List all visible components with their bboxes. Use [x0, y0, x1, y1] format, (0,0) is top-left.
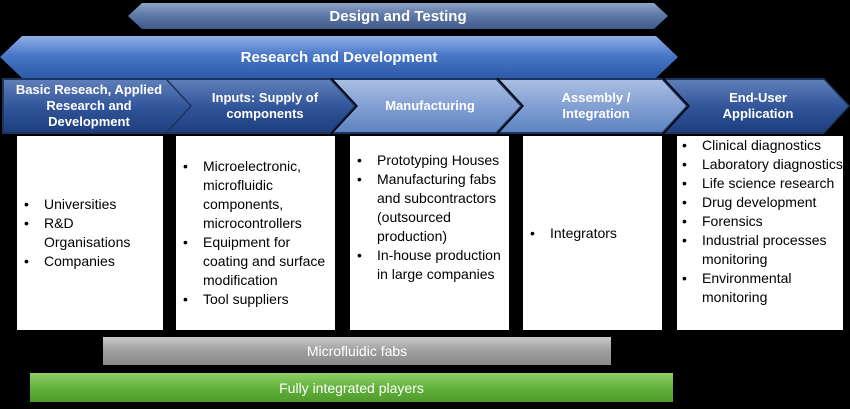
list-item: Equipment for coating and surface modifi…: [183, 233, 335, 290]
list-item: Universities: [24, 195, 163, 214]
fully-integrated-players-label: Fully integrated players: [279, 379, 424, 396]
stage-label: Manufacturing: [385, 98, 475, 113]
research-and-development-arrow: Research and Development: [0, 36, 678, 78]
list-item: Industrial processes monitoring: [682, 231, 843, 269]
stage-label: Inputs: Supply of components: [211, 90, 319, 121]
card-list: Prototyping Houses Manufacturing fabs an…: [352, 151, 509, 284]
list-item: In-house production in large companies: [357, 246, 509, 284]
stage-label: Assembly / Integration: [561, 90, 631, 121]
stage-assembly-integration: Assembly / Integration: [500, 80, 686, 132]
card-manufacturing: Prototyping Houses Manufacturing fabs an…: [350, 136, 509, 330]
stage-inputs: Inputs: Supply of components: [168, 80, 354, 132]
fully-integrated-players-band: Fully integrated players: [30, 373, 673, 402]
list-item: Laboratory diagnostics: [682, 155, 843, 174]
card-assembly-integration: Integrators: [523, 136, 662, 330]
list-item: R&D Organisations: [24, 214, 163, 252]
list-item: Forensics: [682, 212, 843, 231]
list-item: Life science research: [682, 174, 843, 193]
card-basic-research: Universities R&D Organisations Companies: [17, 136, 163, 330]
microfluidic-fabs-band: Microfluidic fabs: [103, 337, 611, 365]
list-item: Prototyping Houses: [357, 151, 509, 170]
list-item: Manufacturing fabs and subcontractors (o…: [357, 170, 509, 246]
card-list: Clinical diagnostics Laboratory diagnost…: [677, 136, 843, 307]
list-item: Drug development: [682, 193, 843, 212]
card-inputs: Microelectronic, microfluidic components…: [176, 136, 335, 330]
stage-manufacturing: Manufacturing: [334, 80, 520, 132]
list-item: Tool suppliers: [183, 290, 335, 309]
card-list: Universities R&D Organisations Companies: [19, 195, 163, 271]
stage-basic-research: Basic Reseach, Applied Research and Deve…: [4, 80, 190, 132]
list-item: Integrators: [530, 224, 617, 243]
design-and-testing-label: Design and Testing: [329, 7, 467, 25]
research-and-development-label: Research and Development: [240, 48, 438, 66]
design-and-testing-arrow: Design and Testing: [128, 3, 668, 29]
list-item: Clinical diagnostics: [682, 136, 843, 155]
card-end-user-application: Clinical diagnostics Laboratory diagnost…: [677, 136, 843, 330]
stage-label: End-User Application: [722, 90, 794, 121]
list-item: Environmental monitoring: [682, 269, 843, 307]
list-item: Microelectronic, microfluidic components…: [183, 157, 335, 233]
card-list: Integrators: [525, 224, 617, 243]
list-item: Companies: [24, 252, 163, 271]
stage-end-user-application: End-User Application: [666, 80, 848, 132]
stage-label: Basic Reseach, Applied Research and Deve…: [15, 82, 163, 129]
microfluidic-fabs-label: Microfluidic fabs: [306, 343, 408, 359]
card-list: Microelectronic, microfluidic components…: [178, 157, 335, 309]
